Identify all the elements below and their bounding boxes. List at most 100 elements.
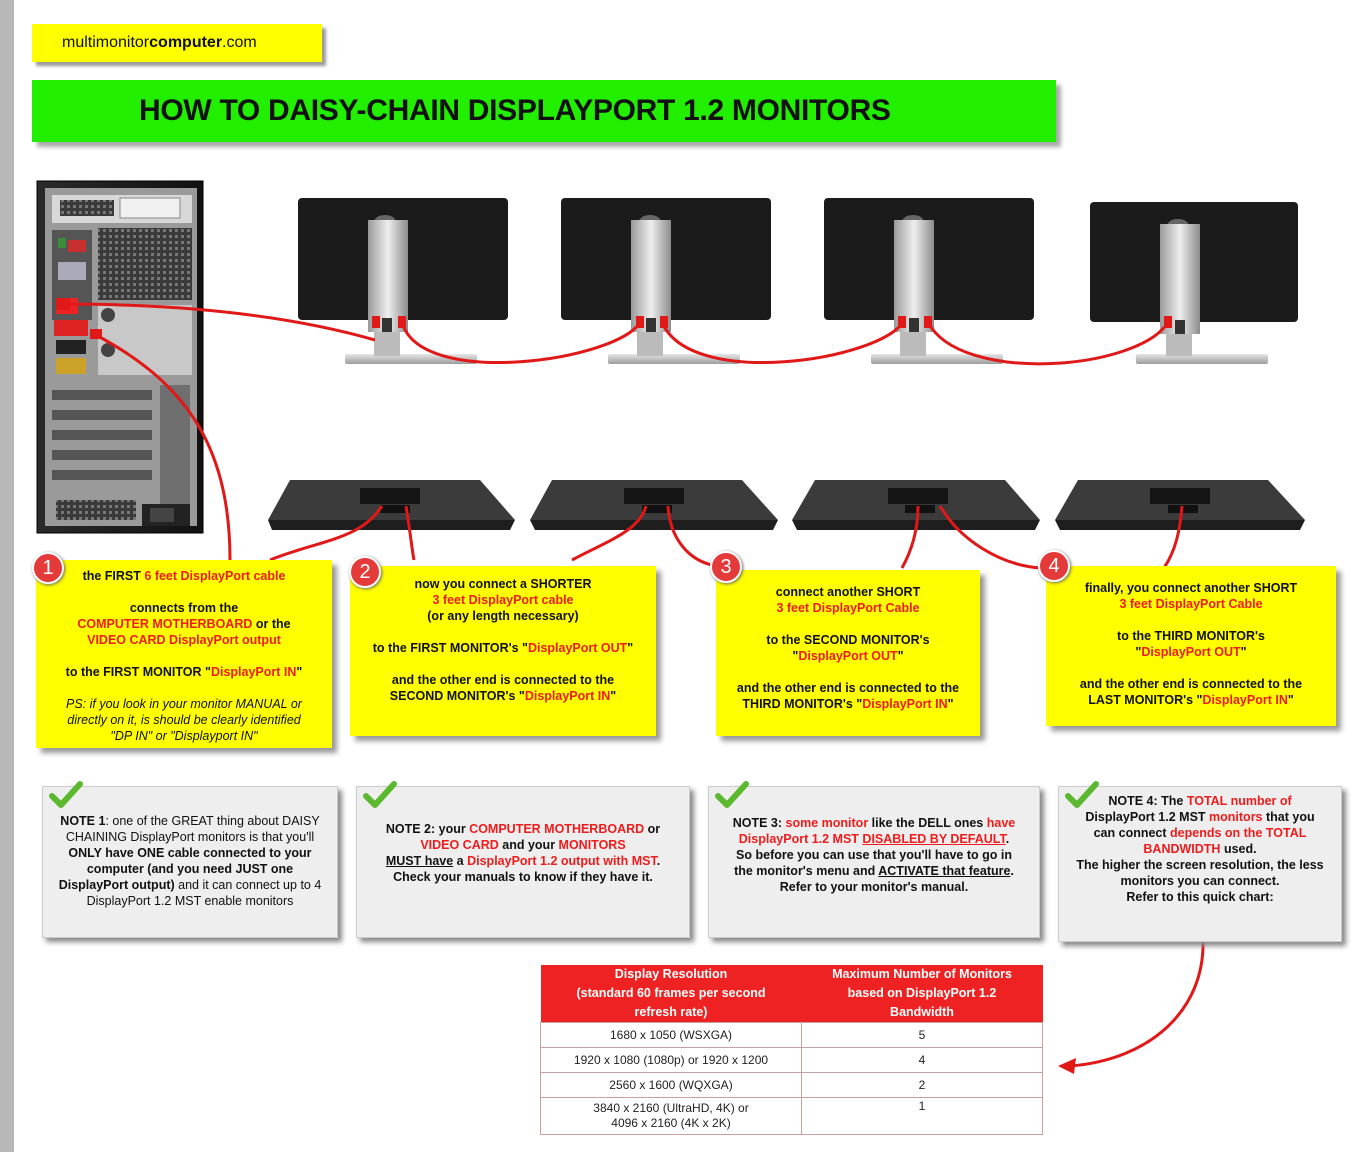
step3-line5: and the other end is connected to the <box>736 681 960 695</box>
note4-h: BANDWIDTH <box>1143 842 1221 856</box>
note1-t2: CHAINING DisplayPort monitors is that yo… <box>65 830 315 844</box>
cable-pc-to-monitor1-top <box>61 302 376 342</box>
note4-d: monitors <box>1209 810 1263 824</box>
step1-line5c: " <box>296 665 303 679</box>
step3-line1: connect another SHORT <box>775 585 921 599</box>
step3-line4a: " <box>792 649 799 663</box>
checkmark-icon <box>1065 781 1099 808</box>
step4-line6a: LAST MONITOR's " <box>1088 693 1203 707</box>
note3-c: like the DELL ones <box>868 816 987 830</box>
step3-line6b: DisplayPort IN <box>862 697 948 711</box>
left-edge-bar <box>0 0 14 1152</box>
note2-e: and your <box>498 838 559 852</box>
table-row: 2560 x 1600 (WQXGA) 2 <box>540 1072 1043 1098</box>
note2-f: MONITORS <box>558 838 626 852</box>
note3-i: the monitor's menu and <box>734 864 879 878</box>
note-2-box: NOTE 2: your COMPUTER MOTHERBOARD or VID… <box>356 781 690 938</box>
note3-a: NOTE 3: <box>732 816 786 830</box>
monitor-back-1 <box>298 198 508 364</box>
step-3-box: connect another SHORT 3 feet DisplayPort… <box>716 570 980 736</box>
step4-line2: 3 feet DisplayPort Cable <box>1119 597 1263 611</box>
brand-prefix: multi <box>62 34 96 51</box>
step4-line5: and the other end is connected to the <box>1079 677 1303 691</box>
cable-monitor1-to-monitor2-top <box>400 321 642 364</box>
table-row: 1920 x 1080 (1080p) or 1920 x 1200 4 <box>540 1047 1043 1073</box>
step1-line5b: DisplayPort IN <box>210 665 297 679</box>
step-4-box: finally, you connect another SHORT 3 fee… <box>1046 566 1336 726</box>
step1-line1b: 6 feet DisplayPort cable <box>144 569 286 583</box>
step3-line3: to the SECOND MONITOR's <box>766 633 930 647</box>
step-2-box: now you connect a SHORTER 3 feet Display… <box>350 566 656 736</box>
brand-bold: computer <box>149 34 223 51</box>
table-cell-resolution: 3840 x 2160 (UltraHD, 4K) or 4096 x 2160… <box>540 1097 802 1135</box>
step2-line3: (or any length necessary) <box>427 609 579 623</box>
table-cell-max: 4 <box>801 1047 1043 1073</box>
table-cell-max: 1 <box>801 1097 1043 1135</box>
connector-plugs <box>56 298 1172 339</box>
note2-c: or <box>644 822 661 836</box>
col-header-max-monitors: Maximum Number of Monitors based on Disp… <box>801 965 1043 1023</box>
cables-bottom <box>95 333 1184 570</box>
step3-line4c: " <box>897 649 904 663</box>
step1-line4: VIDEO CARD DisplayPort output <box>87 633 281 647</box>
note1-heading: NOTE 1 <box>60 814 106 828</box>
step2-line1: now you connect a SHORTER <box>414 577 592 591</box>
step2-line6c: " <box>610 689 617 703</box>
cable-step4-to-monitor4 <box>1162 505 1184 569</box>
note4-l: Refer to this quick chart: <box>1126 890 1274 904</box>
step2-line4b: DisplayPort OUT <box>527 641 628 655</box>
step1-line2: connects from the <box>129 601 239 615</box>
note3-d: have <box>986 816 1016 830</box>
note3-b: some monitor <box>785 816 869 830</box>
table-row: 1680 x 1050 (WSXGA) 5 <box>540 1022 1043 1048</box>
note4-e: that you <box>1262 810 1315 824</box>
resolution-table: Display Resolution (standard 60 frames p… <box>540 965 1043 1135</box>
note4-f: can connect <box>1093 826 1171 840</box>
checkmark-icon <box>363 781 397 808</box>
pc-tower-image <box>36 180 204 534</box>
note-3-box: NOTE 3: some monitor like the DELL ones … <box>708 781 1040 938</box>
monitor-back-4 <box>1090 202 1298 364</box>
note1-t1: : one of the GREAT thing about DAISY <box>105 814 320 828</box>
step-4-badge: 4 <box>1038 550 1070 582</box>
step1-ps1: PS: if you look in your monitor MANUAL o… <box>66 697 302 711</box>
note1-t5a: DisplayPort output) <box>58 878 175 892</box>
step3-line6c: " <box>947 697 954 711</box>
table-cell-resolution: 2560 x 1600 (WQXGA) <box>540 1072 802 1098</box>
step4-line3: to the THIRD MONITOR's <box>1117 629 1265 643</box>
note4-k: monitors you can connect. <box>1120 874 1280 888</box>
note1-t4: computer (and you need JUST one <box>86 862 294 876</box>
arrow-head-icon <box>1058 1058 1076 1074</box>
step4-line4c: " <box>1240 645 1247 659</box>
step-2-badge: 2 <box>349 556 381 588</box>
cable-step1-to-monitor1 <box>269 505 384 562</box>
note2-k: Check your manuals to know if they have … <box>393 870 653 884</box>
step2-line2: 3 feet DisplayPort cable <box>432 593 574 607</box>
note-4-box: NOTE 4: The TOTAL number of DisplayPort … <box>1058 781 1342 942</box>
note3-f: DISABLED BY DEFAULT <box>862 832 1006 846</box>
note2-g: MUST have <box>385 854 454 868</box>
table-cell-resolution: 1680 x 1050 (WSXGA) <box>540 1022 802 1048</box>
monitor-bottom-2 <box>530 480 778 530</box>
note4-c: DisplayPort 1.2 MST <box>1085 810 1210 824</box>
cable-pc-to-step1 <box>95 333 232 561</box>
note1-t5b: and it can connect up to 4 <box>174 878 322 892</box>
note3-k: . <box>1010 864 1014 878</box>
cable-monitor2-to-step3 <box>666 505 713 567</box>
monitor-bottom-row <box>268 480 1305 530</box>
brand-mid: monitor <box>95 34 150 51</box>
note4-g: depends on the TOTAL <box>1170 826 1307 840</box>
note3-h: So before you can use that you'll have t… <box>736 848 1012 862</box>
step-1-badge: 1 <box>32 552 64 584</box>
step2-line6a: SECOND MONITOR's " <box>389 689 525 703</box>
step2-line4c: " <box>627 641 634 655</box>
checkmark-icon <box>49 781 83 808</box>
cable-monitor2-to-monitor3-top <box>660 321 905 364</box>
cable-monitor3-to-monitor4-top <box>926 321 1170 366</box>
note4-a: NOTE 4: The <box>1108 794 1187 808</box>
step2-line4a: to the FIRST MONITOR's " <box>372 641 528 655</box>
note4-i: used. <box>1220 842 1257 856</box>
step3-line6a: THIRD MONITOR's " <box>742 697 863 711</box>
step1-line3b: or the <box>252 617 291 631</box>
